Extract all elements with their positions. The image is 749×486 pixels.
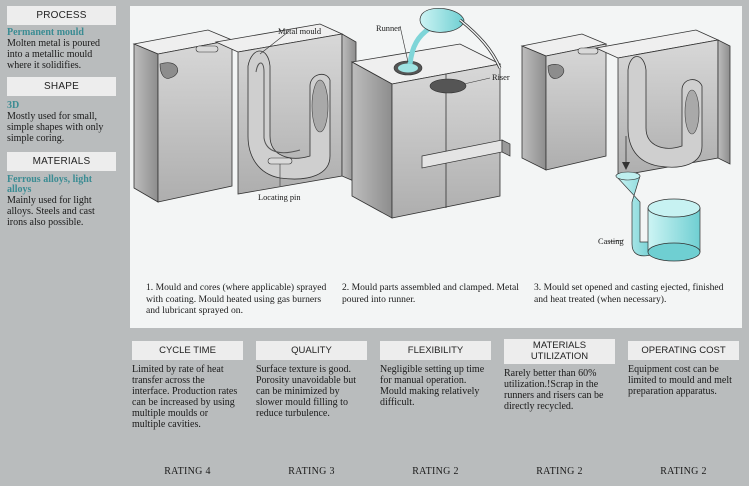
operating-cost-header: OPERATING COST	[628, 341, 739, 360]
property-cycle-time: CYCLE TIME Limited by rate of heat trans…	[132, 341, 243, 430]
quality-header: QUALITY	[256, 341, 367, 360]
process-header: PROCESS	[7, 6, 116, 25]
sidebar: PROCESS Permanent mould Molten metal is …	[7, 6, 116, 228]
shape-name: 3D	[7, 100, 20, 111]
shape-description: Mostly used for small, simple shapes wit…	[7, 111, 104, 144]
illustration-panel: Metal mould Locating pin Runner Riser	[130, 6, 742, 328]
property-flexibility: FLEXIBILITY Negligible setting up time f…	[380, 341, 491, 408]
flexibility-header: FLEXIBILITY	[380, 341, 491, 360]
materials-utilization-text: Rarely better than 60% utilization.!Scra…	[504, 368, 604, 412]
property-materials-utilization: MATERIALS UTILIZATION Rarely better than…	[504, 339, 615, 412]
label-runner: Runner	[376, 24, 401, 33]
operating-cost-text: Equipment cost can be limited to mould a…	[628, 364, 732, 397]
label-locating-pin: Locating pin	[258, 193, 301, 202]
caption-step-1: 1. Mould and cores (where applicable) sp…	[146, 282, 327, 317]
step3-opened-mould-illustration	[520, 29, 731, 262]
process-illustration: Metal mould Locating pin Runner Riser	[132, 7, 731, 262]
property-operating-cost: OPERATING COST Equipment cost can be lim…	[628, 341, 739, 397]
materials-utilization-header: MATERIALS UTILIZATION	[504, 339, 615, 364]
cycle-time-text: Limited by rate of heat transfer across …	[132, 364, 238, 430]
label-casting: Casting	[598, 237, 624, 246]
step2-assembled-mould-illustration	[350, 7, 511, 219]
rating-quality: RATING 3	[288, 466, 335, 477]
cycle-time-header: CYCLE TIME	[132, 341, 243, 360]
caption-step-2: 2. Mould parts assembled and clamped. Me…	[342, 282, 519, 305]
rating-cycle-time: RATING 4	[164, 466, 211, 477]
rating-operating-cost: RATING 2	[660, 466, 707, 477]
label-riser: Riser	[492, 73, 510, 82]
step1-mould-illustration	[132, 23, 357, 203]
label-metal-mould: Metal mould	[278, 27, 322, 36]
materials-description: Mainly used for light alloys. Steels and…	[7, 195, 95, 228]
caption-step-3: 3. Mould set opened and casting ejected,…	[534, 282, 724, 305]
process-name: Permanent mould	[7, 27, 84, 38]
rating-materials-utilization: RATING 2	[536, 466, 583, 477]
process-description: Molten metal is poured into a metallic m…	[7, 38, 101, 71]
quality-text: Surface texture is good. Porosity unavoi…	[256, 364, 356, 419]
property-quality: QUALITY Surface texture is good. Porosit…	[256, 341, 367, 419]
rating-flexibility: RATING 2	[412, 466, 459, 477]
materials-header: MATERIALS	[7, 152, 116, 171]
materials-name: Ferrous alloys, light alloys	[7, 174, 93, 195]
flexibility-text: Negligible setting up time for manual op…	[380, 364, 485, 408]
shape-header: SHAPE	[7, 77, 116, 96]
